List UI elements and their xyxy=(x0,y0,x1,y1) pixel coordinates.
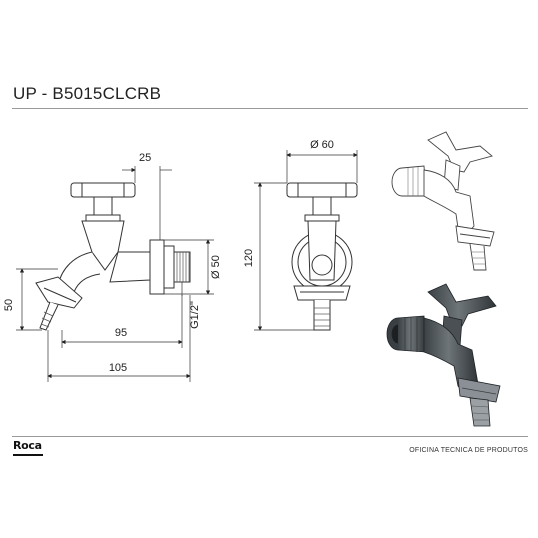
dim-top-offset: 25 xyxy=(139,152,151,164)
brand-underline xyxy=(13,454,43,456)
dim-total-length: 105 xyxy=(109,362,127,374)
dim-diameter-body: Ø 50 xyxy=(210,255,222,279)
footer-divider xyxy=(12,436,528,437)
front-view-dimensions xyxy=(254,150,358,331)
dim-thread: G1/2" xyxy=(189,301,201,329)
sheet-title: UP - B5015CLCRB xyxy=(13,84,162,103)
isometric-line-view xyxy=(391,131,495,271)
dim-diameter-handle: Ø 60 xyxy=(310,139,334,151)
side-view-dimensions xyxy=(16,166,214,382)
office-label: OFICINA TECNICA DE PRODUTOS xyxy=(409,447,528,454)
side-view xyxy=(35,182,191,331)
dim-height-left: 50 xyxy=(3,299,15,311)
front-view xyxy=(286,182,358,331)
dim-spout-length: 95 xyxy=(115,327,127,339)
isometric-shaded-view xyxy=(386,283,501,427)
brand-logo: Roca xyxy=(13,439,42,452)
title-divider xyxy=(12,108,528,109)
dim-height-total: 120 xyxy=(243,249,255,267)
